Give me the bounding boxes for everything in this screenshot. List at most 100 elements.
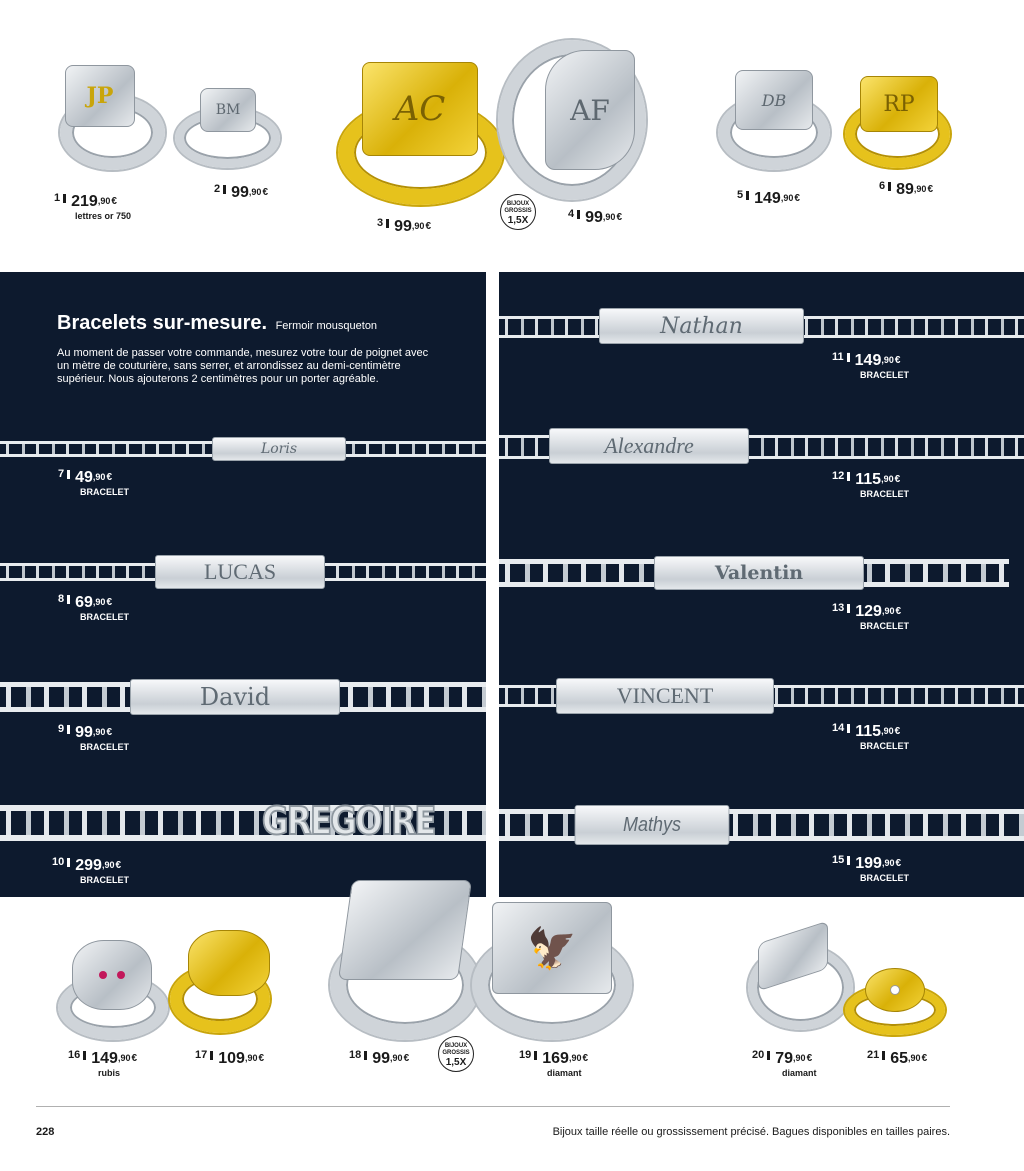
bracelet-8-cents: ,90 bbox=[92, 597, 106, 607]
ring-2-engraving: BM bbox=[215, 102, 241, 118]
bracelet-10-chain bbox=[0, 805, 486, 841]
eagle-icon: 🦅 bbox=[527, 925, 577, 972]
ring-5-currency: € bbox=[794, 193, 800, 204]
ring-5-engraving: DB bbox=[761, 90, 787, 110]
bracelet-7-plate: Loris bbox=[212, 437, 346, 461]
magnification-badge-bottom: BIJOUX GROSSIS 1,5X bbox=[438, 1036, 474, 1072]
bracelet-7-currency: € bbox=[106, 472, 112, 483]
ring-1-cents: ,90 bbox=[97, 196, 111, 206]
ring-16-number: 16 bbox=[68, 1049, 81, 1061]
ring-3-engraving: AC bbox=[394, 89, 446, 129]
panel-title: Bracelets sur-mesure. Fermoir mousqueton bbox=[57, 312, 377, 335]
bracelet-14-plate: VINCENT bbox=[556, 678, 774, 714]
ring-4-engraving: AF bbox=[570, 93, 610, 127]
ring-1-engraving: JP bbox=[86, 83, 114, 109]
ring-17-price: 109 bbox=[218, 1050, 245, 1067]
bracelet-14-name: VINCENT bbox=[616, 683, 714, 708]
ring-2-price: 99 bbox=[231, 184, 249, 201]
bracelet-14-cents: ,90 bbox=[881, 726, 894, 736]
ring-21-number: 21 bbox=[867, 1049, 880, 1061]
label-bar bbox=[63, 194, 67, 203]
ring-16-cents: ,90 bbox=[117, 1053, 131, 1063]
ring-21-plate bbox=[865, 968, 925, 1012]
ruby-eye-icon bbox=[99, 971, 107, 979]
bracelet-13-sub: BRACELET bbox=[860, 621, 909, 631]
ring-5-number: 5 bbox=[737, 189, 744, 201]
ring-6-currency: € bbox=[927, 184, 933, 195]
ring-1-sub: lettres or 750 bbox=[75, 211, 132, 221]
bracelet-15-plate: Mathys bbox=[574, 805, 730, 845]
ring-18-cents: ,90 bbox=[390, 1053, 403, 1063]
badge-bottom-value: 1,5X bbox=[445, 1057, 467, 1068]
bracelet-11-number: 11 bbox=[832, 351, 844, 363]
label-bar bbox=[847, 856, 851, 865]
diamond-icon bbox=[890, 985, 900, 995]
ring-19-price: 169 bbox=[542, 1050, 569, 1067]
bracelet-11-sub: BRACELET bbox=[860, 370, 909, 380]
label-bar bbox=[882, 1051, 886, 1060]
label-bar bbox=[67, 595, 71, 604]
badge-bottom-line2: GROSSIS bbox=[442, 1050, 470, 1056]
label-bar bbox=[67, 858, 71, 867]
ring-19-cents: ,90 bbox=[568, 1053, 582, 1063]
bracelet-15-name: Mathys bbox=[622, 813, 682, 836]
ring-5-plate: DB bbox=[735, 70, 813, 130]
bracelet-13-number: 13 bbox=[832, 602, 845, 614]
ring-20-sub: diamant bbox=[782, 1068, 817, 1078]
bracelet-12-sub: BRACELET bbox=[860, 489, 909, 499]
bracelet-10-number: 10 bbox=[52, 856, 65, 868]
bracelet-14-sub: BRACELET bbox=[860, 741, 909, 751]
bracelet-14-currency: € bbox=[894, 726, 901, 737]
bracelet-13-plate: Valentin bbox=[654, 556, 864, 590]
ring-19-sub: diamant bbox=[547, 1068, 582, 1078]
bracelet-7-number: 7 bbox=[58, 468, 65, 480]
ring-19-currency: € bbox=[582, 1053, 589, 1064]
ring-18-currency: € bbox=[403, 1053, 410, 1064]
bracelet-11-plate: Nathan bbox=[599, 308, 804, 344]
label-bar bbox=[534, 1051, 538, 1060]
badge-top-line2: GROSSIS bbox=[504, 208, 532, 214]
bracelet-9-sub: BRACELET bbox=[80, 742, 129, 752]
bracelet-12-name: Alexandre bbox=[604, 433, 694, 458]
label-bar bbox=[888, 182, 892, 191]
label-bar bbox=[223, 185, 227, 194]
ring-2-number: 2 bbox=[214, 183, 221, 195]
ring-20-number: 20 bbox=[752, 1049, 765, 1061]
bracelet-8-currency: € bbox=[106, 597, 112, 608]
ring-20-price: 79 bbox=[775, 1050, 794, 1067]
label-bar bbox=[386, 219, 390, 228]
label-bar bbox=[846, 353, 850, 362]
label-bar bbox=[577, 210, 581, 219]
ring-5-price: 149 bbox=[754, 190, 781, 207]
bracelet-12-price: 115 bbox=[855, 471, 882, 488]
bracelet-15-cents: ,90 bbox=[881, 858, 895, 868]
ring-4-plate: AF bbox=[545, 50, 635, 170]
ring-20-currency: € bbox=[806, 1053, 813, 1064]
ring-5-cents: ,90 bbox=[780, 193, 794, 203]
ring-17-currency: € bbox=[258, 1053, 265, 1064]
ring-16-currency: € bbox=[131, 1053, 138, 1064]
bracelet-13-currency: € bbox=[895, 606, 902, 617]
ring-6-price: 89 bbox=[896, 181, 914, 198]
bracelet-7-price: 49 bbox=[75, 469, 93, 486]
ring-16-lion-head bbox=[72, 940, 152, 1010]
ring-5-label: 5 149,90€ bbox=[737, 190, 800, 207]
bracelet-11-name: Nathan bbox=[660, 313, 743, 339]
ruby-eye-icon bbox=[117, 971, 125, 979]
ring-3-price: 99 bbox=[394, 218, 412, 235]
ring-4-currency: € bbox=[616, 212, 622, 223]
